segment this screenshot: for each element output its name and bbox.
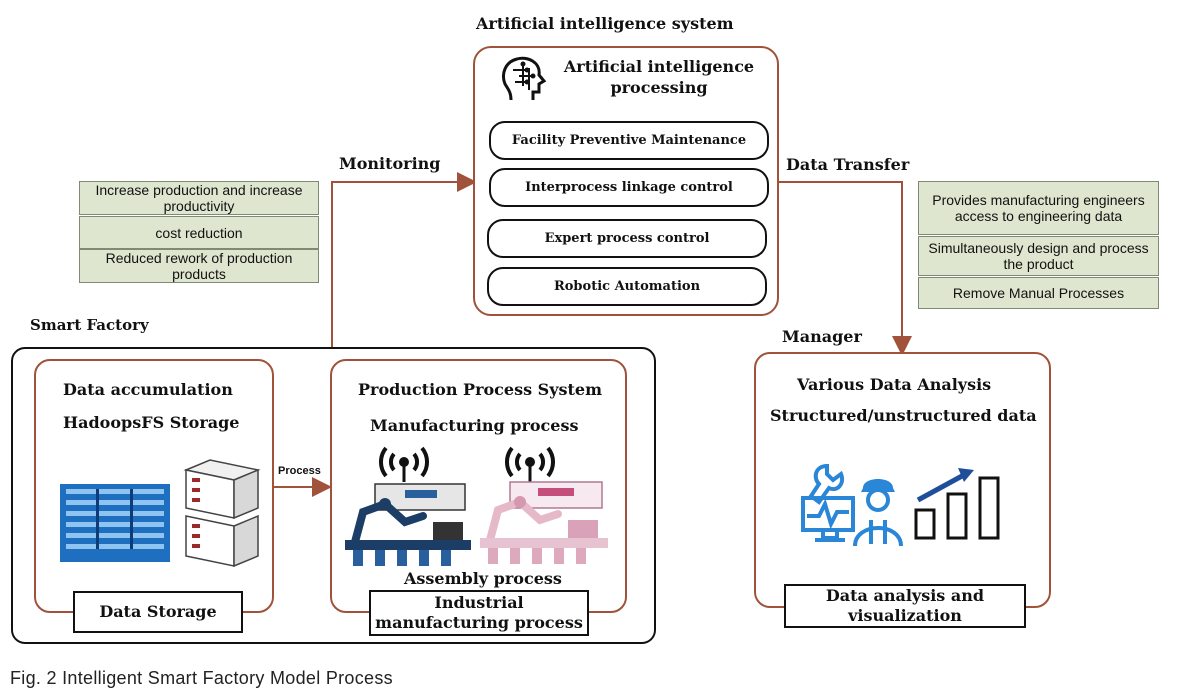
smart-factory-box [11,347,656,644]
ai-system-heading: Artificial intelligence system [476,14,734,33]
data-storage-label: Data Storage [73,591,243,633]
ai-item-facility-preventive-maintenance: Facility Preventive Maintenance [489,121,769,160]
engineer-monitor-icon [801,463,903,547]
production-process-title: Production Process System [358,380,603,399]
wireless-signal-icon [378,446,430,484]
ai-item-expert-process-control: Expert process control [487,219,767,258]
manufacturing-process-title: Manufacturing process [370,416,579,435]
process-label: Process [278,465,321,477]
growth-chart-icon [914,468,1000,540]
robotic-assembly-icon [345,482,471,568]
server-rack-icon [60,484,170,562]
structured-data-title: Structured/unstructured data [770,406,1037,425]
ai-item-robotic-automation: Robotic Automation [487,267,767,306]
benefit-reduced-rework: Reduced rework of production products [79,249,319,283]
benefit-simultaneous-design: Simultaneously design and process the pr… [918,236,1159,276]
data-transfer-label: Data Transfer [786,155,910,174]
figure-caption: Fig. 2 Intelligent Smart Factory Model P… [10,668,393,688]
benefit-cost-reduction: cost reduction [79,216,319,249]
database-server-icon [183,459,261,568]
benefit-engineer-access: Provides manufacturing engineers access … [918,181,1159,235]
manager-label: Manager [782,327,862,346]
data-visualization-label: Data analysis and visualization [784,584,1026,628]
industrial-manufacturing-label: Industrial manufacturing process [369,590,589,636]
hadoop-storage-title: HadoopsFS Storage [63,413,240,432]
data-transfer-arrow [775,181,912,356]
ai-head-icon [502,56,547,101]
assembly-process-title: Assembly process [404,569,562,588]
ai-system-box: Artificial intelligence processing Facil… [473,46,779,316]
wireless-signal-icon [504,446,556,484]
benefit-increase-production: Increase production and increase product… [79,181,319,215]
smart-factory-label: Smart Factory [30,316,149,334]
ai-processing-title: Artificial intelligence processing [563,57,755,97]
ai-item-interprocess-linkage-control: Interprocess linkage control [489,168,769,207]
robotic-assembly-icon [480,481,608,564]
data-analysis-title: Various Data Analysis [797,375,992,394]
data-accumulation-title: Data accumulation [63,380,233,399]
benefit-remove-manual: Remove Manual Processes [918,277,1159,309]
monitoring-arrow [331,172,477,347]
data-analysis-box [754,352,1051,608]
monitoring-label: Monitoring [339,154,441,173]
